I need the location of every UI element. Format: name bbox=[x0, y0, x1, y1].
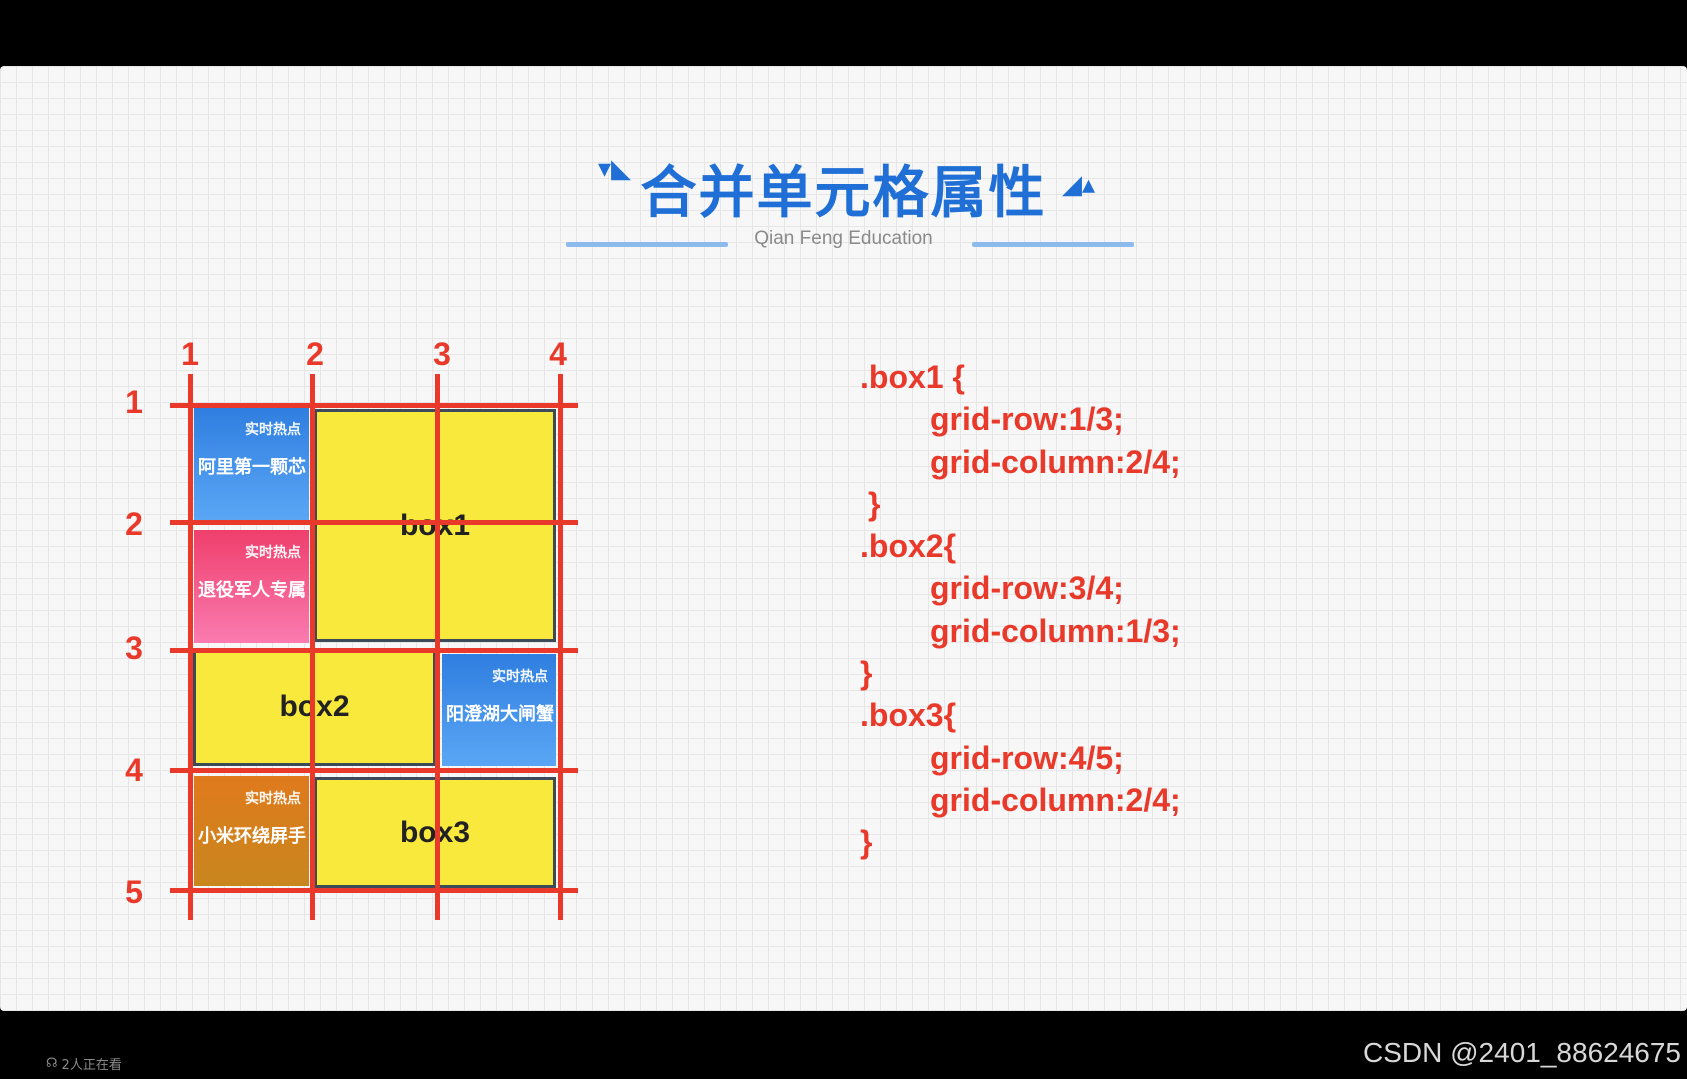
code-line: grid-row:4/5; bbox=[930, 739, 1124, 776]
tile-tag: 实时热点 bbox=[492, 669, 548, 685]
code-line: grid-row:1/3; bbox=[930, 401, 1124, 438]
row-number: 3 bbox=[125, 630, 143, 666]
row-line bbox=[170, 648, 578, 653]
row-line bbox=[170, 768, 578, 773]
row-number: 4 bbox=[125, 752, 143, 788]
column-line bbox=[558, 374, 563, 920]
css-code-block: .box1 { grid-row:1/3; grid-column:2/4; }… bbox=[860, 356, 1181, 864]
tile-name: 退役军人专属 bbox=[198, 580, 306, 601]
watermark: CSDN @2401_88624675 bbox=[1363, 1037, 1681, 1068]
slide: ▾◣ 合并单元格属性 ◢▴ Qian Feng Education 实时热点 阿… bbox=[0, 66, 1687, 1011]
tile-item: 实时热点 小米环绕屏手 bbox=[194, 776, 309, 886]
tile-tag: 实时热点 bbox=[245, 545, 301, 561]
viewer-count: ☊ 2人正在看 bbox=[46, 1054, 122, 1073]
code-line: } bbox=[868, 485, 881, 522]
code-line: .box2{ bbox=[860, 528, 957, 565]
code-line: .box1 { bbox=[860, 359, 965, 395]
title-area: ▾◣ 合并单元格属性 ◢▴ bbox=[0, 148, 1687, 229]
tile-tag: 实时热点 bbox=[245, 422, 301, 438]
code-line: grid-column:2/4; bbox=[930, 443, 1181, 480]
code-line: .box3{ bbox=[860, 697, 957, 734]
code-line: grid-row:3/4; bbox=[930, 570, 1124, 607]
code-line: } bbox=[860, 655, 873, 692]
tile-item: 实时热点 阳澄湖大闸蟹 bbox=[442, 654, 556, 766]
viewer-count-label: 2人正在看 bbox=[61, 1058, 122, 1073]
column-line bbox=[435, 374, 440, 920]
code-line: grid-column:2/4; bbox=[930, 781, 1181, 818]
tile-name: 阳澄湖大闸蟹 bbox=[446, 704, 554, 725]
column-number: 4 bbox=[549, 336, 567, 372]
column-line bbox=[310, 374, 315, 920]
tile-item: 实时热点 退役军人专属 bbox=[194, 530, 309, 643]
grid-diagram: 实时热点 阿里第一颗芯 实时热点 退役军人专属 实时热点 阳澄湖大闸蟹 实时热点… bbox=[0, 66, 700, 1011]
left-decoration-icon: ▾◣ bbox=[598, 154, 632, 184]
code-line: grid-column:1/3; bbox=[930, 612, 1181, 649]
column-number: 2 bbox=[306, 336, 324, 372]
subtitle-left-rule bbox=[566, 242, 728, 247]
slide-title: 合并单元格属性 bbox=[640, 161, 1047, 226]
row-line bbox=[170, 403, 578, 408]
right-decoration-icon: ◢▴ bbox=[1062, 170, 1096, 200]
row-line bbox=[170, 888, 578, 893]
row-line bbox=[170, 520, 578, 525]
row-number: 1 bbox=[125, 384, 143, 420]
row-number: 2 bbox=[125, 506, 143, 542]
subtitle-row: Qian Feng Education bbox=[0, 228, 1687, 258]
column-line bbox=[188, 374, 193, 920]
column-number: 1 bbox=[181, 336, 199, 372]
subtitle: Qian Feng Education bbox=[754, 228, 933, 249]
row-number: 5 bbox=[125, 874, 143, 910]
tile-name: 小米环绕屏手 bbox=[198, 826, 306, 847]
headset-icon: ☊ bbox=[46, 1056, 58, 1071]
column-number: 3 bbox=[433, 336, 451, 372]
code-line: } bbox=[860, 824, 873, 861]
tile-name: 阿里第一颗芯 bbox=[198, 457, 306, 478]
subtitle-right-rule bbox=[972, 242, 1134, 247]
tile-tag: 实时热点 bbox=[245, 791, 301, 807]
tile-item: 实时热点 阿里第一颗芯 bbox=[194, 407, 309, 520]
